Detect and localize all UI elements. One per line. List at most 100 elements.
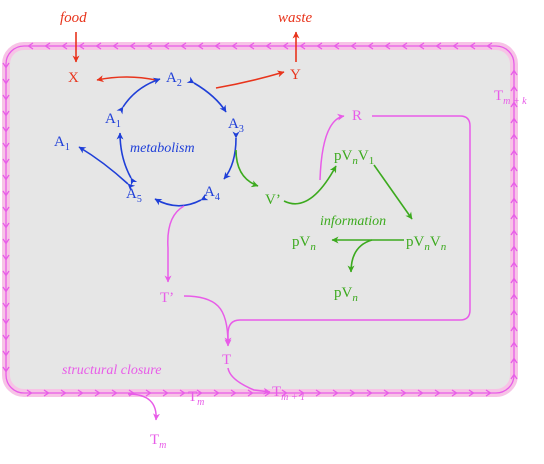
membrane-chevron [2, 222, 10, 229]
membrane-chevron [486, 42, 493, 50]
membrane-chevron [2, 238, 10, 245]
membrane-chevron [434, 389, 441, 397]
membrane-chevron [180, 42, 187, 50]
membrane-chevron [510, 229, 518, 236]
membrane-chevron [418, 42, 425, 50]
membrane-chevron [2, 366, 10, 373]
information-pvn-left: pVn [292, 234, 316, 253]
membrane-chevron [129, 42, 136, 50]
metabolism-a4: A4 [204, 184, 220, 203]
structure-t: T [222, 352, 231, 368]
membrane-chevron [128, 389, 135, 397]
vprime-to-r-arrow [319, 113, 345, 181]
membrane-chevron [2, 350, 10, 357]
food-label: food [60, 10, 87, 26]
membrane-chevron [2, 318, 10, 325]
membrane-chevron [510, 133, 518, 140]
membrane-chevron [451, 389, 458, 397]
membrane-chevron [2, 78, 10, 85]
membrane-chevron [247, 389, 254, 397]
structure-tprime: T’ [160, 290, 174, 306]
membrane-chevron [213, 389, 220, 397]
membrane-chevron [248, 42, 255, 50]
membrane-chevron [435, 42, 442, 50]
membrane-chevron [214, 42, 221, 50]
membrane-chevron [510, 165, 518, 172]
membrane-chevron [510, 117, 518, 124]
membrane-chevron [510, 245, 518, 252]
membrane-chevron [400, 389, 407, 397]
a4-to-tprime-arrow [164, 205, 185, 283]
tprime-to-t-arrow [183, 295, 232, 345]
membrane-chevron [384, 42, 391, 50]
a2-a3-arrows [186, 76, 227, 113]
metabolism-a3: A3 [228, 116, 244, 135]
membrane-chevron [510, 373, 518, 380]
membrane-chevron [61, 42, 68, 50]
membrane-chevron [333, 42, 340, 50]
information-pvnvn: pVnVn [406, 234, 447, 253]
information-pvn-bottom: pVn [334, 285, 358, 304]
membrane-chevron [2, 254, 10, 261]
membrane-chevron [2, 206, 10, 213]
membrane-chevron [417, 389, 424, 397]
information-vprime: V’ [265, 192, 281, 208]
cell-membrane [5, 45, 515, 394]
membrane-chevron [2, 142, 10, 149]
cell-body [6, 46, 514, 393]
metabolism-a2: A2 [166, 70, 182, 89]
membrane-chevron [401, 42, 408, 50]
membrane-chevron [2, 302, 10, 309]
membrane-chevron [27, 42, 34, 50]
membrane-flow-arrows [2, 42, 518, 397]
a5-outer-a1-arrows [78, 146, 136, 191]
membrane-chevron [349, 389, 356, 397]
membrane-chevron [231, 42, 238, 50]
a1-a2-arrows [116, 77, 161, 115]
membrane-chevron [510, 101, 518, 108]
membrane-chevron [510, 69, 518, 76]
membrane-chevron [196, 389, 203, 397]
membrane-chevron [468, 389, 475, 397]
membrane-chevron [111, 389, 118, 397]
membrane-chevron [452, 42, 459, 50]
vprime-to-pvnv1-arrow [283, 165, 337, 205]
information-cycle: V’ pVnV1 pVnVn pVn pVn information [235, 148, 447, 304]
membrane-chevron [265, 42, 272, 50]
y-label: Y [290, 67, 301, 83]
membrane-chevron [510, 325, 518, 332]
membrane-chevron [315, 389, 322, 397]
membrane-chevron [316, 42, 323, 50]
membrane-chevron [2, 126, 10, 133]
membrane-chevron [112, 42, 119, 50]
membrane-chevron [510, 341, 518, 348]
membrane-chevron [367, 42, 374, 50]
r-loop-to-t-arrow [224, 115, 471, 347]
metabolism-a1-outer: A1 [54, 134, 70, 153]
membrane-chevron [510, 309, 518, 316]
tm-outflow-arrow [127, 393, 160, 421]
information-pvnv1: pVnV1 [334, 148, 374, 167]
structure-tm1: Tm + 1 [272, 384, 305, 403]
membrane-chevron [2, 334, 10, 341]
membrane-chevron [94, 389, 101, 397]
membrane-chevron [469, 42, 476, 50]
membrane-chevron [510, 197, 518, 204]
membrane-chevron [44, 42, 51, 50]
membrane-chevron [146, 42, 153, 50]
membrane-chevron [95, 42, 102, 50]
membrane-chevron [510, 85, 518, 92]
membrane-chevron [510, 293, 518, 300]
membrane-chevron [510, 261, 518, 268]
exchange-group: food waste X Y [60, 10, 313, 89]
membrane-chevron [179, 389, 186, 397]
membrane-chevron [350, 42, 357, 50]
membrane-chevron [485, 389, 492, 397]
a3-to-vprime-arrow [235, 149, 259, 188]
membrane-chevron [299, 42, 306, 50]
membrane-chevron [230, 389, 237, 397]
membrane-chevron [2, 286, 10, 293]
t-to-tm1-arrow [227, 367, 271, 395]
membrane-chevron [60, 389, 67, 397]
